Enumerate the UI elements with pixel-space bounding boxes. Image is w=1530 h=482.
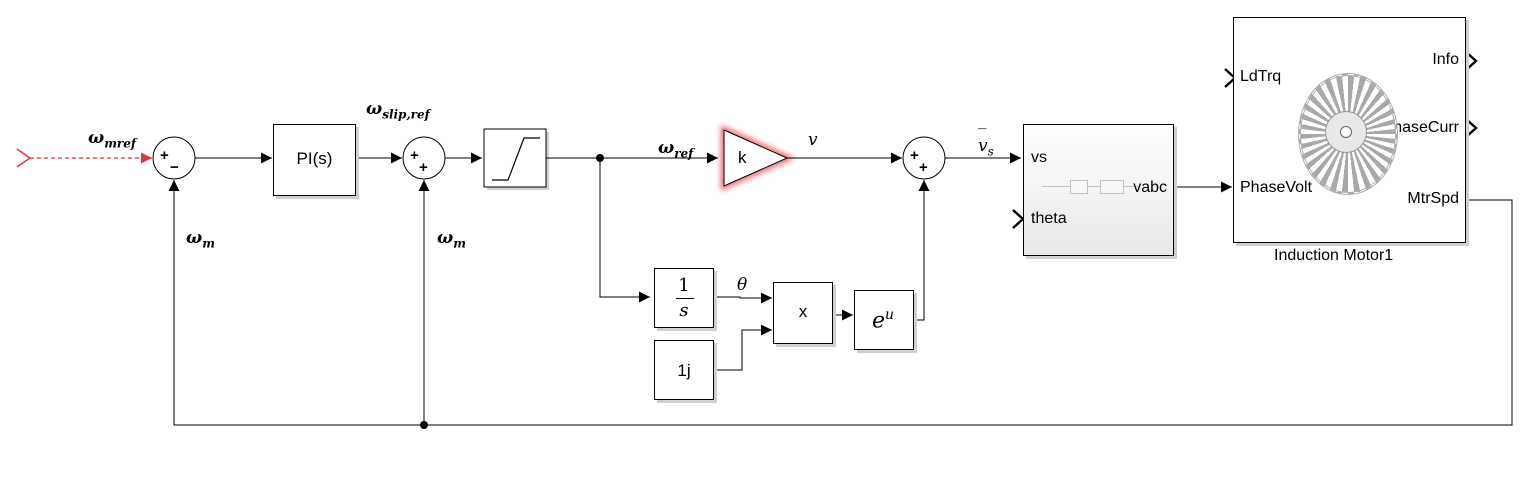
sum1-bottom-sign: − [170,159,179,176]
constant-block-label: 1j [677,361,691,380]
mtrspd-port-label: MtrSpd [1407,190,1459,207]
integrator-fraction-bar [676,298,694,299]
saturation-block[interactable] [483,128,547,188]
constant-block[interactable]: 1j [654,340,714,400]
omega-m-label-2: ωm [437,228,466,251]
wire[interactable] [714,324,772,371]
phasecurr-port-icon[interactable] [1465,118,1478,138]
info-port-icon[interactable] [1465,51,1478,71]
theta-signal-label: θ [737,275,748,295]
induction-motor-block[interactable]: LdTrq PhaseVolt Info PhaseCurr MtrSpd [1233,17,1466,243]
feedback-wire[interactable] [168,180,1513,426]
sum3-top-sign: + [910,147,919,164]
exp-base: e [872,308,886,334]
gain-block[interactable] [723,129,789,187]
omega-ref-label: ωref [658,138,694,161]
vs-bar: ‾ [978,126,987,146]
vs-port-label: vs [1031,149,1047,166]
product-block-label: x [798,302,808,321]
sum2-top-sign: + [410,147,419,164]
phasevolt-port-label: PhaseVolt [1240,179,1313,196]
transform-mask-icon [1042,177,1138,197]
exp-block[interactable]: eu [854,290,914,350]
vabc-port-label: vabc [1133,179,1167,196]
pi-block-label: PI(s) [296,149,333,168]
branch-point [420,421,428,429]
motor-stator-icon [1298,73,1398,195]
motor-shaft-icon [1340,126,1352,138]
theta-port-label: theta [1031,210,1067,227]
omega-m-label-1: ωm [186,228,215,251]
inport-arrowhead[interactable] [16,148,32,168]
product-block[interactable]: x [773,282,833,344]
exp-block-label: eu [872,307,894,333]
exp-superscript: u [885,307,895,323]
ldtrq-port-label: LdTrq [1240,68,1282,85]
gain-block-label: k [738,148,747,167]
theta-port-icon[interactable] [1012,209,1025,229]
phasecurr-port-label: PhaseCurr [1382,119,1459,136]
wire[interactable] [914,180,930,321]
omega-slip-ref-label: ωslip,ref [366,99,430,122]
wire[interactable] [599,158,650,303]
integrator-numerator: 1 [678,275,690,296]
integrator-block[interactable]: 1 s [654,268,714,328]
motor-block-name: Induction Motor1 [1274,247,1394,264]
transform-subsystem-block[interactable]: vs theta vabc [1023,124,1174,256]
sum2-bottom-sign: + [419,159,428,176]
sum1-top-sign: + [160,147,169,164]
vs-signal-label: ‾ vs [978,126,994,159]
omega-mref-label: ωmref [88,128,137,151]
wire[interactable] [714,292,772,304]
pi-controller-block[interactable]: PI(s) [273,124,356,196]
info-port-label: Info [1432,51,1459,68]
integrator-denominator: s [679,300,689,321]
sum3-bottom-sign: + [919,159,928,176]
v-signal-label: v [808,130,818,150]
saturation-icon [492,137,540,181]
